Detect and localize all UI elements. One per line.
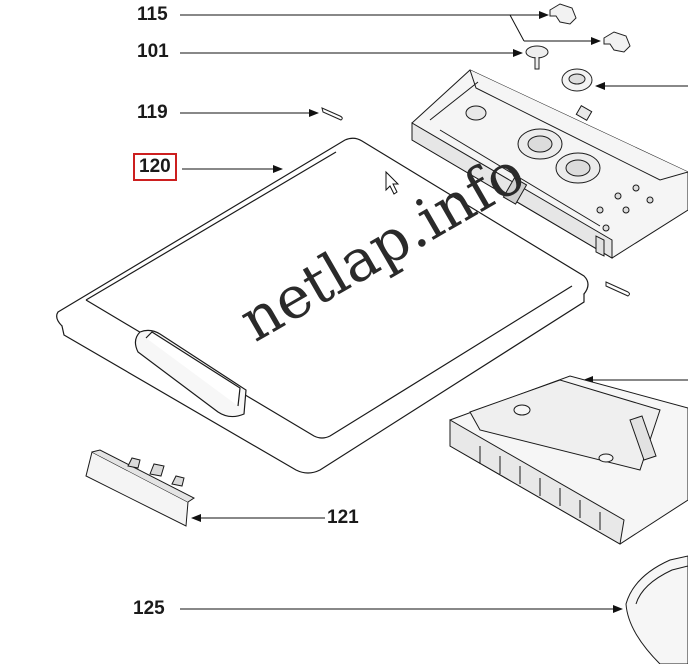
pin-part-119 (321, 107, 343, 121)
callout-121: 121 (327, 507, 359, 528)
bottom-frame-part-125 (625, 555, 688, 665)
handle-part-121 (85, 449, 195, 527)
callout-120-highlighted[interactable]: 120 (133, 153, 177, 181)
lid-part-120 (56, 137, 589, 474)
control-panel-assembly (411, 69, 688, 259)
panel-pin (605, 281, 630, 297)
clip-parts-115 (549, 3, 631, 53)
leader-lines (180, 11, 688, 613)
callout-119: 119 (137, 102, 168, 123)
dispenser-tray (449, 375, 688, 545)
callout-115: 115 (137, 4, 168, 25)
callout-125: 125 (133, 598, 165, 619)
callout-101: 101 (137, 41, 169, 62)
knob-part (561, 68, 593, 92)
screw-part-101 (525, 45, 549, 70)
cursor-arrow (385, 170, 400, 195)
